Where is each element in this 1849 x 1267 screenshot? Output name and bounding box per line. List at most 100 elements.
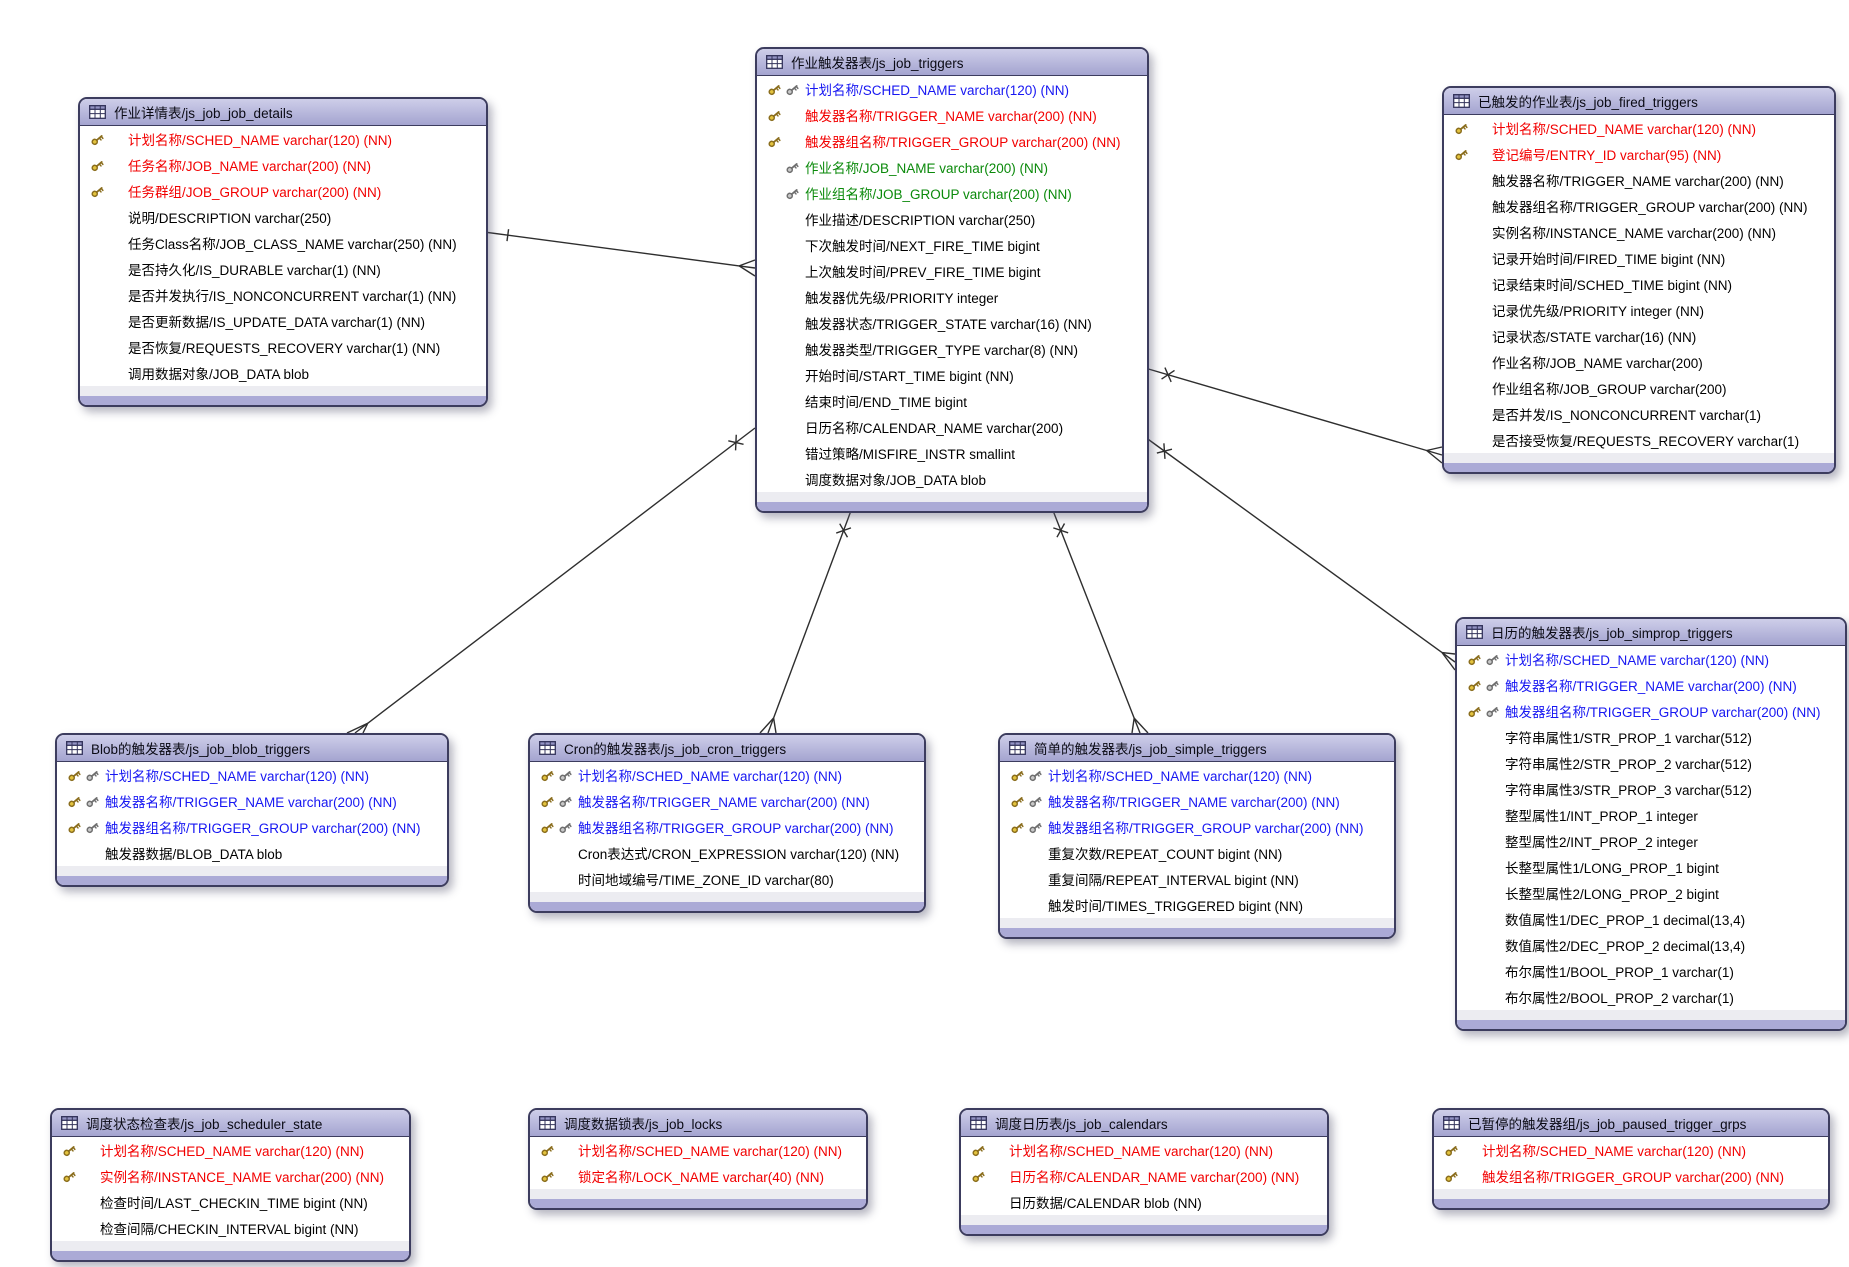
column-row[interactable]: 下次触发时间/NEXT_FIRE_TIME bigint: [757, 232, 1147, 258]
table-header[interactable]: Blob的触发器表/js_job_blob_triggers: [57, 735, 447, 762]
column-row[interactable]: 整型属性1/INT_PROP_1 integer: [1457, 802, 1845, 828]
column-row[interactable]: 作业组名称/JOB_GROUP varchar(200) (NN): [757, 180, 1147, 206]
column-row[interactable]: 是否接受恢复/REQUESTS_RECOVERY varchar(1): [1444, 427, 1834, 453]
table-header[interactable]: 作业详情表/js_job_job_details: [80, 99, 486, 126]
column-row[interactable]: 是否更新数据/IS_UPDATE_DATA varchar(1) (NN): [80, 308, 486, 334]
column-row[interactable]: 登记编号/ENTRY_ID varchar(95) (NN): [1444, 141, 1834, 167]
column-row[interactable]: 触发器组名称/TRIGGER_GROUP varchar(200) (NN): [1457, 698, 1845, 724]
column-row[interactable]: 时间地域编号/TIME_ZONE_ID varchar(80): [530, 866, 924, 892]
column-row[interactable]: 记录状态/STATE varchar(16) (NN): [1444, 323, 1834, 349]
column-row[interactable]: 触发器名称/TRIGGER_NAME varchar(200) (NN): [530, 788, 924, 814]
column-row[interactable]: 触发器名称/TRIGGER_NAME varchar(200) (NN): [57, 788, 447, 814]
column-row[interactable]: 计划名称/SCHED_NAME varchar(120) (NN): [80, 126, 486, 152]
column-row[interactable]: 触发时间/TIMES_TRIGGERED bigint (NN): [1000, 892, 1394, 918]
column-row[interactable]: 计划名称/SCHED_NAME varchar(120) (NN): [52, 1137, 409, 1163]
column-row[interactable]: 计划名称/SCHED_NAME varchar(120) (NN): [1444, 115, 1834, 141]
column-row[interactable]: 是否并发/IS_NONCONCURRENT varchar(1): [1444, 401, 1834, 427]
table-header[interactable]: 已暂停的触发器组/js_job_paused_trigger_grps: [1434, 1110, 1828, 1137]
column-row[interactable]: 检查时间/LAST_CHECKIN_TIME bigint (NN): [52, 1189, 409, 1215]
table-header[interactable]: 日历的触发器表/js_job_simprop_triggers: [1457, 619, 1845, 646]
column-row[interactable]: 计划名称/SCHED_NAME varchar(120) (NN): [530, 1137, 866, 1163]
table-header[interactable]: 调度日历表/js_job_calendars: [961, 1110, 1327, 1137]
table-header[interactable]: 调度数据锁表/js_job_locks: [530, 1110, 866, 1137]
column-row[interactable]: 任务群组/JOB_GROUP varchar(200) (NN): [80, 178, 486, 204]
column-row[interactable]: 记录开始时间/FIRED_TIME bigint (NN): [1444, 245, 1834, 271]
column-row[interactable]: 日历名称/CALENDAR_NAME varchar(200): [757, 414, 1147, 440]
column-row[interactable]: 实例名称/INSTANCE_NAME varchar(200) (NN): [1444, 219, 1834, 245]
column-row[interactable]: 结束时间/END_TIME bigint: [757, 388, 1147, 414]
column-row[interactable]: 实例名称/INSTANCE_NAME varchar(200) (NN): [52, 1163, 409, 1189]
column-row[interactable]: 触发器组名称/TRIGGER_GROUP varchar(200) (NN): [1000, 814, 1394, 840]
column-row[interactable]: 调度数据对象/JOB_DATA blob: [757, 466, 1147, 492]
column-row[interactable]: 长整型属性1/LONG_PROP_1 bigint: [1457, 854, 1845, 880]
column-row[interactable]: 计划名称/SCHED_NAME varchar(120) (NN): [961, 1137, 1327, 1163]
column-row[interactable]: 触发器类型/TRIGGER_TYPE varchar(8) (NN): [757, 336, 1147, 362]
column-row[interactable]: 作业名称/JOB_NAME varchar(200) (NN): [757, 154, 1147, 180]
column-row[interactable]: 检查间隔/CHECKIN_INTERVAL bigint (NN): [52, 1215, 409, 1241]
column-row[interactable]: 记录结束时间/SCHED_TIME bigint (NN): [1444, 271, 1834, 297]
column-row[interactable]: 触发器数据/BLOB_DATA blob: [57, 840, 447, 866]
column-row[interactable]: 计划名称/SCHED_NAME varchar(120) (NN): [1457, 646, 1845, 672]
column-row[interactable]: 触发器组名称/TRIGGER_GROUP varchar(200) (NN): [1444, 193, 1834, 219]
column-row[interactable]: 整型属性2/INT_PROP_2 integer: [1457, 828, 1845, 854]
column-row[interactable]: 是否恢复/REQUESTS_RECOVERY varchar(1) (NN): [80, 334, 486, 360]
column-row[interactable]: 数值属性2/DEC_PROP_2 decimal(13,4): [1457, 932, 1845, 958]
table-header[interactable]: 简单的触发器表/js_job_simple_triggers: [1000, 735, 1394, 762]
relationship-job_details-to-triggers[interactable]: [483, 229, 756, 277]
column-row[interactable]: 上次触发时间/PREV_FIRE_TIME bigint: [757, 258, 1147, 284]
table-header[interactable]: Cron的触发器表/js_job_cron_triggers: [530, 735, 924, 762]
column-row[interactable]: 触发器组名称/TRIGGER_GROUP varchar(200) (NN): [757, 128, 1147, 154]
relationship-triggers-to-simprop_triggers[interactable]: [1144, 436, 1456, 671]
column-row[interactable]: 任务Class名称/JOB_CLASS_NAME varchar(250) (N…: [80, 230, 486, 256]
relationship-triggers-to-blob_triggers[interactable]: [346, 427, 756, 734]
column-row[interactable]: 触发器名称/TRIGGER_NAME varchar(200) (NN): [1457, 672, 1845, 698]
column-row[interactable]: 日历数据/CALENDAR blob (NN): [961, 1189, 1327, 1215]
column-row[interactable]: 重复次数/REPEAT_COUNT bigint (NN): [1000, 840, 1394, 866]
column-row[interactable]: 字符串属性2/STR_PROP_2 varchar(512): [1457, 750, 1845, 776]
table-header[interactable]: 作业触发器表/js_job_triggers: [757, 49, 1147, 76]
column-row[interactable]: 调用数据对象/JOB_DATA blob: [80, 360, 486, 386]
column-row[interactable]: 触发器名称/TRIGGER_NAME varchar(200) (NN): [757, 102, 1147, 128]
column-row[interactable]: 是否持久化/IS_DURABLE varchar(1) (NN): [80, 256, 486, 282]
column-row[interactable]: 触发器组名称/TRIGGER_GROUP varchar(200) (NN): [530, 814, 924, 840]
column-row[interactable]: 是否并发执行/IS_NONCONCURRENT varchar(1) (NN): [80, 282, 486, 308]
column-row[interactable]: 计划名称/SCHED_NAME varchar(120) (NN): [530, 762, 924, 788]
column-row[interactable]: 开始时间/START_TIME bigint (NN): [757, 362, 1147, 388]
column-row[interactable]: 记录优先级/PRIORITY integer (NN): [1444, 297, 1834, 323]
table-header[interactable]: 已触发的作业表/js_job_fired_triggers: [1444, 88, 1834, 115]
column-row[interactable]: 计划名称/SCHED_NAME varchar(120) (NN): [57, 762, 447, 788]
column-row[interactable]: 说明/DESCRIPTION varchar(250): [80, 204, 486, 230]
column-row[interactable]: 作业名称/JOB_NAME varchar(200): [1444, 349, 1834, 375]
column-row[interactable]: 锁定名称/LOCK_NAME varchar(40) (NN): [530, 1163, 866, 1189]
relationship-triggers-to-fired_triggers[interactable]: [1144, 367, 1443, 464]
column-row[interactable]: 触发器优先级/PRIORITY integer: [757, 284, 1147, 310]
column-row[interactable]: 错过策略/MISFIRE_INSTR smallint: [757, 440, 1147, 466]
column-row[interactable]: 计划名称/SCHED_NAME varchar(120) (NN): [757, 76, 1147, 102]
column-row[interactable]: 计划名称/SCHED_NAME varchar(120) (NN): [1434, 1137, 1828, 1163]
table-header[interactable]: 调度状态检查表/js_job_scheduler_state: [52, 1110, 409, 1137]
column-row[interactable]: Cron表达式/CRON_EXPRESSION varchar(120) (NN…: [530, 840, 924, 866]
column-row[interactable]: 计划名称/SCHED_NAME varchar(120) (NN): [1000, 762, 1394, 788]
column-row[interactable]: 触发组名称/TRIGGER_GROUP varchar(200) (NN): [1434, 1163, 1828, 1189]
column-row[interactable]: 触发器状态/TRIGGER_STATE varchar(16) (NN): [757, 310, 1147, 336]
column-row[interactable]: 字符串属性1/STR_PROP_1 varchar(512): [1457, 724, 1845, 750]
column-row[interactable]: 日历名称/CALENDAR_NAME varchar(200) (NN): [961, 1163, 1327, 1189]
column-row[interactable]: 长整型属性2/LONG_PROP_2 bigint: [1457, 880, 1845, 906]
column-row[interactable]: 布尔属性1/BOOL_PROP_1 varchar(1): [1457, 958, 1845, 984]
column-row[interactable]: 触发器名称/TRIGGER_NAME varchar(200) (NN): [1444, 167, 1834, 193]
column-row[interactable]: 作业描述/DESCRIPTION varchar(250): [757, 206, 1147, 232]
column-row[interactable]: 数值属性1/DEC_PROP_1 decimal(13,4): [1457, 906, 1845, 932]
column-row[interactable]: 任务名称/JOB_NAME varchar(200) (NN): [80, 152, 486, 178]
column-row[interactable]: 触发器组名称/TRIGGER_GROUP varchar(200) (NN): [57, 814, 447, 840]
